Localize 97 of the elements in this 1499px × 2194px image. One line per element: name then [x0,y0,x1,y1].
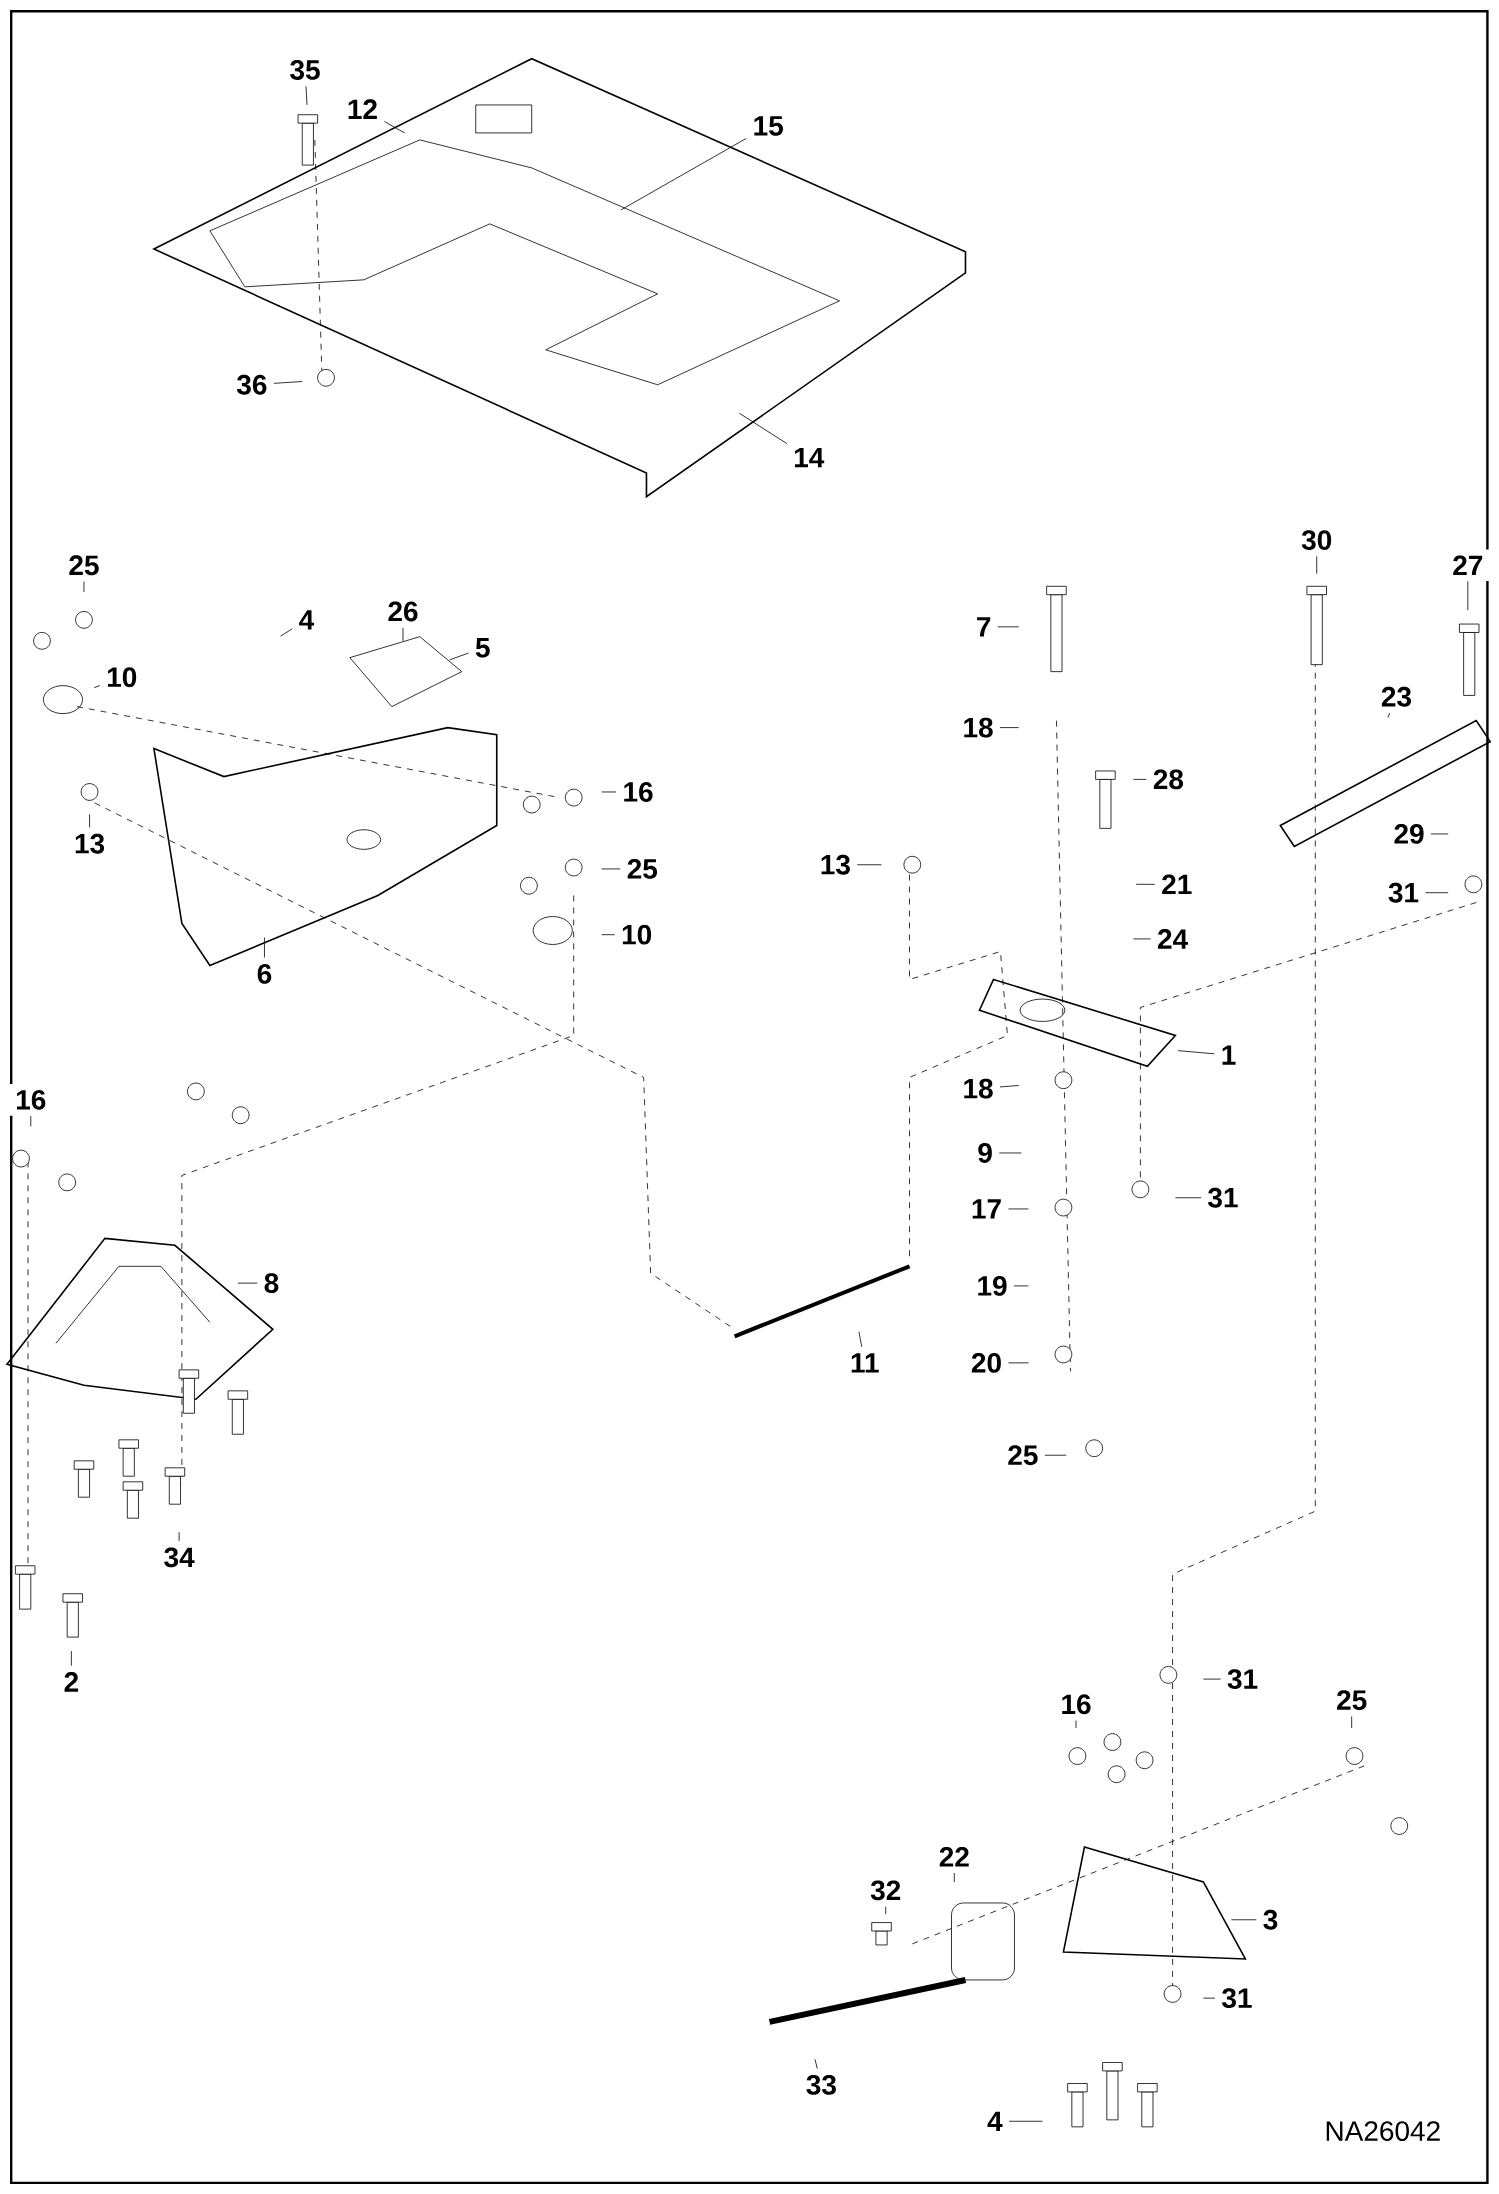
leader-line [402,627,404,642]
drawing-number: NA26042 [1326,2121,1440,2141]
callout-number: 26 [381,595,425,628]
callout-number: 25 [620,853,664,885]
leader-line [857,864,883,866]
callout-number: 31 [1382,876,1426,909]
leader-line [601,868,621,870]
callout-number: 31 [1221,1663,1265,1695]
callout-number: 4 [981,2105,1009,2137]
leader-line [1136,883,1156,885]
callout-number: 16 [9,1083,53,1116]
leader-line [999,1152,1023,1154]
leader-line [1203,1678,1222,1680]
callout-number: 13 [814,848,858,881]
callout-number: 3 [1256,1903,1285,1936]
leader-line [384,121,406,134]
leader-line [954,1872,955,1883]
callout-number: 33 [800,2068,844,2101]
leader-line [305,85,308,106]
callout-number: 29 [1387,818,1431,850]
callout-number: 35 [283,54,327,86]
leader-line [1203,1997,1216,1999]
callout-number: 12 [341,93,385,125]
callout-number: 2 [57,1666,86,1698]
callout-number: 31 [1201,1181,1245,1214]
leader-line [264,937,266,958]
leader-line [999,727,1020,728]
callout-number: 28 [1147,763,1191,796]
callout-number: 18 [956,711,1000,744]
callout-number: 30 [1295,524,1339,557]
callout-number: 1 [1214,1039,1243,1071]
callout-number: 8 [257,1267,286,1299]
callout-number: 11 [844,1347,886,1379]
callout-number: 32 [864,1874,908,1907]
callout-number: 20 [965,1346,1009,1379]
leader-line [1008,1362,1030,1364]
callout-number: 19 [970,1270,1014,1302]
leader-line [237,1282,258,1284]
leader-line [1013,1285,1030,1287]
callout-number: 17 [965,1193,1009,1225]
leader-line [1387,712,1391,718]
callout-number: 25 [1001,1439,1045,1472]
leader-line [449,652,470,661]
callout-number: 7 [970,611,998,643]
callout-number: 15 [746,110,790,142]
leader-line [1044,1454,1067,1456]
callout-number: 24 [1151,923,1195,955]
leader-line [1075,1720,1077,1729]
leader-line [1351,1716,1353,1729]
callout-number: 14 [787,441,831,474]
callout-number: 10 [615,918,659,951]
callout-number: 13 [68,827,112,860]
leader-line [1133,779,1147,780]
leader-line [999,1085,1020,1088]
callout-number: 9 [971,1137,1000,1169]
leader-line [273,381,303,384]
callout-number: 18 [956,1072,1000,1105]
leader-line [739,412,788,444]
callout-number: 25 [1330,1684,1374,1716]
callout-number: 23 [1375,680,1419,713]
leader-line [1231,1919,1257,1921]
leader-line [83,581,85,593]
callout-number: 4 [292,604,321,636]
leader-line [814,2058,818,2069]
callout-number: 6 [250,957,279,990]
leader-line [94,685,101,689]
callout-number: 25 [62,549,106,582]
leader-line [858,1331,863,1348]
leader-line [1008,2120,1044,2122]
leader-line [1175,1197,1202,1199]
leader-line [1467,581,1469,611]
leader-line [30,1115,32,1127]
leader-line [280,628,293,637]
leader-line [178,1531,180,1542]
callout-number: 10 [100,661,144,694]
leader-line [1430,833,1449,835]
leader-line [1008,1208,1030,1210]
leader-line [89,813,91,828]
callout-number: 16 [1054,1688,1098,1721]
callout-number: 5 [469,632,497,664]
leader-line [601,791,617,793]
leader-line [1425,892,1449,894]
leader-line [885,1906,887,1915]
leader-line [1133,938,1152,940]
leader-line [620,138,747,211]
callout-number: 34 [157,1541,201,1574]
leader-line [71,1650,72,1667]
callout-number: 36 [230,368,274,401]
leader-line [1316,556,1318,575]
leader-line [1177,1050,1215,1055]
callout-number: 22 [932,1841,977,1873]
callout-number: 16 [616,776,660,808]
callout-number: 27 [1446,549,1490,582]
leader-line [601,934,616,936]
callout-number: 31 [1215,1982,1259,2015]
callout-number: 21 [1155,868,1199,901]
leader-line [997,626,1020,628]
